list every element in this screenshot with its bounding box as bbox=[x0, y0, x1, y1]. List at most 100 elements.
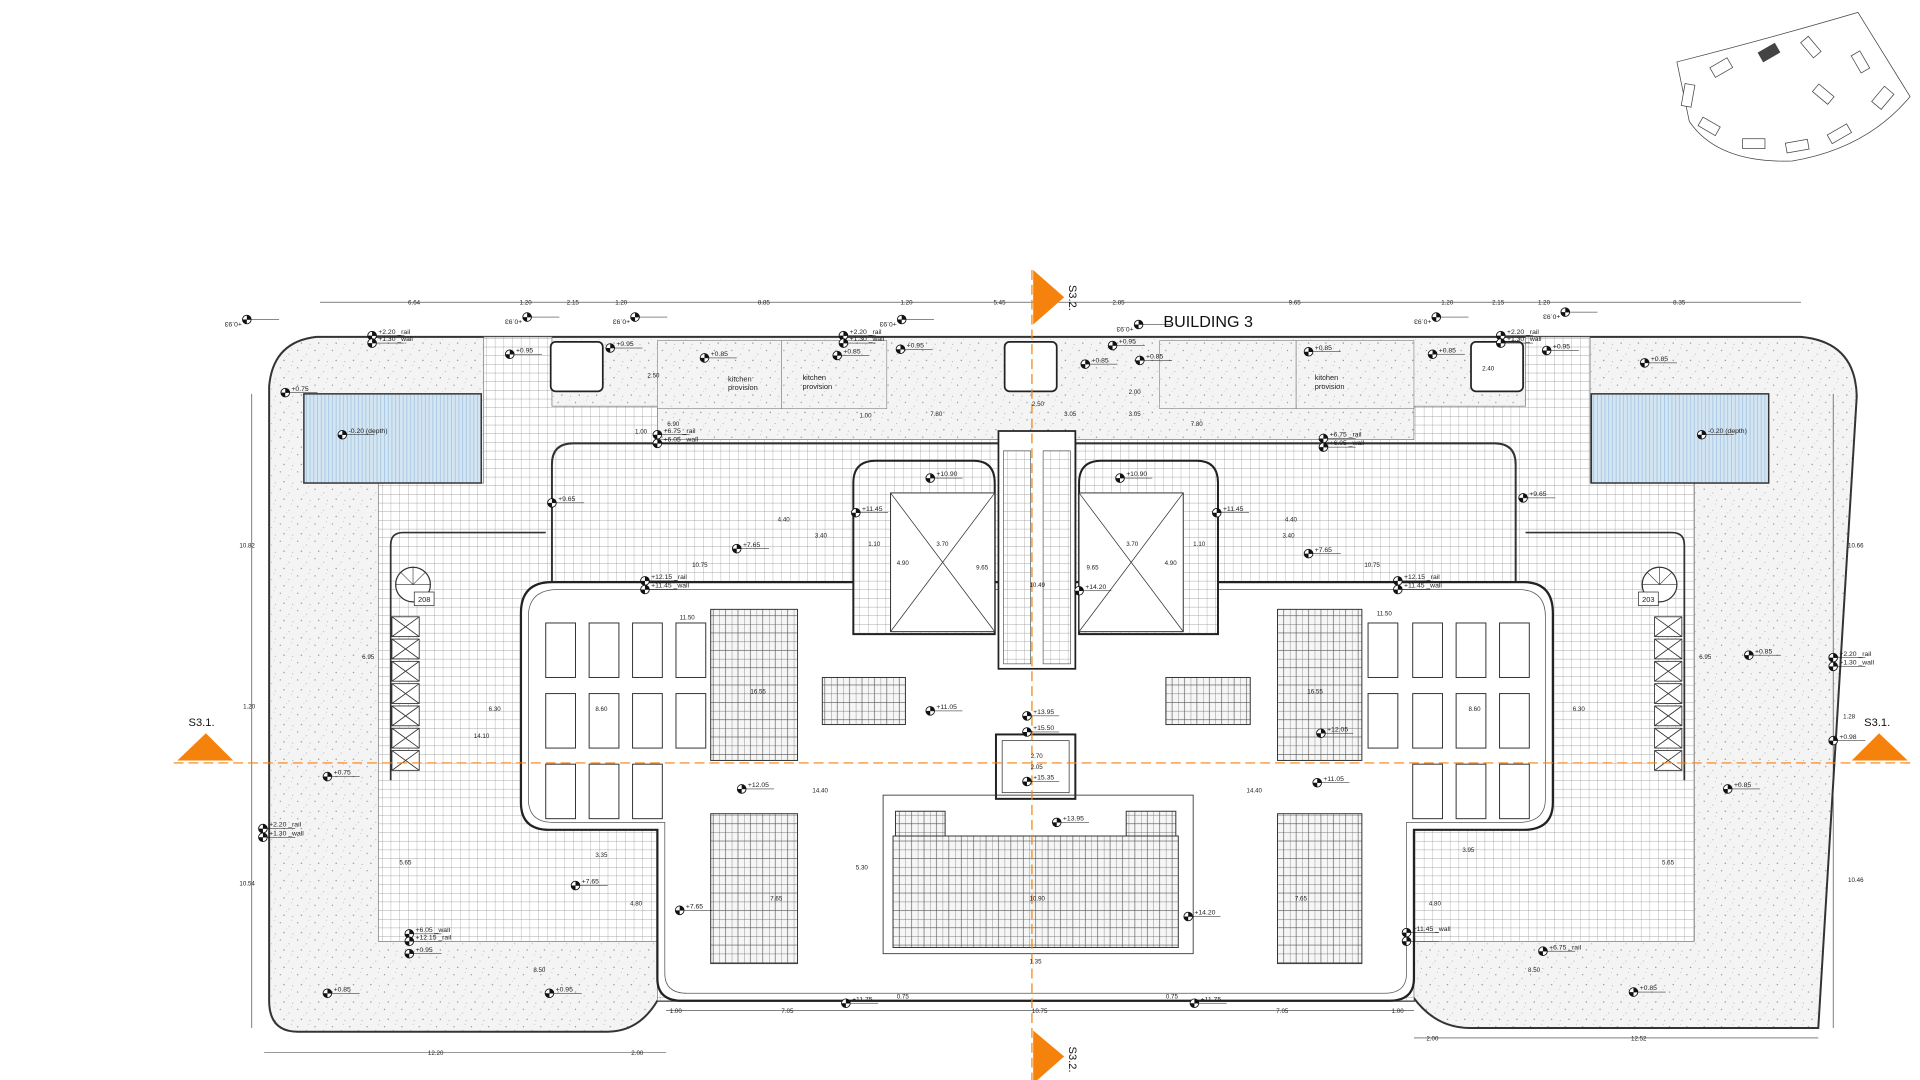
dimension-label: 4.40 bbox=[778, 516, 791, 523]
dimension-label: 1.20 bbox=[243, 703, 256, 710]
level-marker-icon bbox=[1401, 927, 1439, 938]
stair-step-icon bbox=[1654, 660, 1683, 682]
level-marker-icon bbox=[1022, 776, 1060, 787]
level-label: +6.05 _wall bbox=[1330, 440, 1365, 447]
dimension-label: 2.05 bbox=[1031, 764, 1044, 771]
level-marker-icon bbox=[1107, 340, 1145, 351]
level-label: +11.45 _wall bbox=[1404, 583, 1442, 590]
level-label: +10.90 bbox=[936, 471, 957, 478]
central-hatch bbox=[994, 733, 1077, 800]
section-label-s3-2-bottom: S3.2. bbox=[1066, 1047, 1078, 1073]
sun-lounger bbox=[1367, 693, 1399, 749]
level-marker-icon bbox=[731, 543, 769, 554]
dimension-label: 2.85 bbox=[1113, 300, 1126, 307]
dimension-label: 16.55 bbox=[750, 689, 766, 696]
level-label: +11.75 bbox=[1201, 996, 1222, 1003]
section-label-s3-1-right: S3.1. bbox=[1864, 717, 1890, 729]
level-marker-icon bbox=[1828, 652, 1866, 663]
level-marker-icon bbox=[832, 350, 870, 361]
level-label: +15.35 bbox=[1033, 775, 1054, 782]
level-label: +0.93 bbox=[879, 320, 896, 327]
level-label: +9.65 bbox=[558, 496, 575, 503]
sun-lounger bbox=[1455, 622, 1487, 678]
level-label: +1.30 _wall bbox=[1507, 336, 1542, 343]
key-plan bbox=[1676, 11, 1911, 162]
level-marker-icon bbox=[605, 343, 643, 353]
level-marker-icon bbox=[841, 998, 879, 1008]
dimension-label: 3.05 bbox=[1064, 411, 1077, 418]
dimension-label: 12.20 bbox=[428, 1050, 444, 1057]
level-label: +12.15 _rail bbox=[416, 934, 452, 941]
level-marker-icon bbox=[1189, 998, 1227, 1008]
level-label: +6.05 _wall bbox=[416, 927, 451, 934]
sun-lounger bbox=[1455, 763, 1487, 820]
level-marker-icon bbox=[522, 312, 560, 322]
kitchen-area bbox=[781, 340, 888, 409]
level-marker-icon bbox=[851, 507, 889, 518]
level-marker-icon bbox=[1022, 711, 1060, 721]
section-marker-icon bbox=[177, 733, 234, 761]
level-marker-icon bbox=[404, 948, 442, 959]
level-label: +2.20 _rail bbox=[1507, 329, 1539, 336]
dimension-label: 2.15 bbox=[567, 300, 580, 307]
dimension-label: 1.20 bbox=[1538, 300, 1551, 307]
level-label: +0.93 bbox=[1543, 313, 1560, 320]
level-marker-icon bbox=[896, 314, 934, 325]
dimension-label: 10.54 bbox=[239, 881, 255, 888]
dimension-label: 2.00 bbox=[1129, 389, 1142, 396]
section-marker-icon bbox=[1033, 270, 1065, 325]
level-label: +0.75 bbox=[334, 770, 351, 777]
dimension-label: 8.50 bbox=[1528, 967, 1541, 974]
dimension-label: 1.00 bbox=[860, 412, 873, 419]
sun-lounger bbox=[1499, 622, 1530, 678]
level-marker-icon bbox=[1303, 548, 1341, 559]
core-left bbox=[852, 459, 996, 636]
level-label: +6.75 _rail bbox=[664, 428, 696, 435]
level-marker-icon bbox=[1560, 307, 1598, 317]
level-label: +0.95 bbox=[416, 947, 433, 954]
dimension-label: 4.40 bbox=[1285, 516, 1298, 523]
dimension-label: 9.65 bbox=[976, 565, 989, 572]
level-marker-icon bbox=[1401, 936, 1439, 947]
stair-number-box bbox=[413, 591, 435, 607]
level-label: +11.05 bbox=[1323, 776, 1344, 783]
level-label: +0.75 bbox=[291, 386, 308, 393]
level-label: +0.85 bbox=[1734, 782, 1751, 789]
central-stair-flight bbox=[1003, 450, 1032, 665]
level-label: +0.93 bbox=[224, 320, 241, 327]
dimension-label: 0.75 bbox=[897, 993, 910, 1000]
dimension-label: 5.65 bbox=[399, 859, 412, 866]
level-label: +12.05 bbox=[1327, 726, 1348, 733]
kitchen-area bbox=[1159, 340, 1297, 409]
level-marker-icon bbox=[242, 314, 280, 325]
dimension-label: 6.95 bbox=[1699, 654, 1712, 661]
pool-right bbox=[1590, 393, 1770, 484]
level-label: +7.65 bbox=[743, 542, 760, 549]
level-label: +11.45 _wall bbox=[651, 583, 689, 590]
dimension-label: 6.64 bbox=[408, 300, 421, 307]
level-marker-icon bbox=[1115, 473, 1153, 483]
level-label: +13.95 bbox=[1063, 816, 1084, 823]
dimension-label: 1.10 bbox=[868, 541, 881, 548]
level-label: +1.30 _wall bbox=[850, 336, 885, 343]
level-marker-icon bbox=[674, 905, 712, 916]
level-label: +7.65 bbox=[686, 903, 703, 910]
sun-loungers bbox=[545, 622, 1530, 820]
level-label: +0.95 bbox=[616, 341, 633, 348]
stair-step-icon bbox=[391, 727, 420, 749]
dimension-label: 10.75 bbox=[1364, 562, 1380, 569]
dimension-label: 1.20 bbox=[520, 300, 533, 307]
central-hatch-inner bbox=[1001, 740, 1070, 794]
level-marker-icon bbox=[1744, 650, 1782, 660]
dimension-label: 4.80 bbox=[630, 900, 643, 907]
level-label: +0.95 bbox=[1553, 344, 1570, 351]
core-right bbox=[1078, 459, 1219, 636]
level-label: +7.65 bbox=[582, 879, 599, 886]
dimension-label: 14.40 bbox=[1247, 788, 1263, 795]
dimension-label: 5.30 bbox=[856, 864, 869, 871]
dimension-label: 7.65 bbox=[770, 895, 783, 902]
dimension-label: 8.85 bbox=[758, 300, 771, 307]
dimension-label: 10.46 bbox=[1848, 877, 1864, 884]
level-label: +0.85 bbox=[1439, 347, 1456, 354]
